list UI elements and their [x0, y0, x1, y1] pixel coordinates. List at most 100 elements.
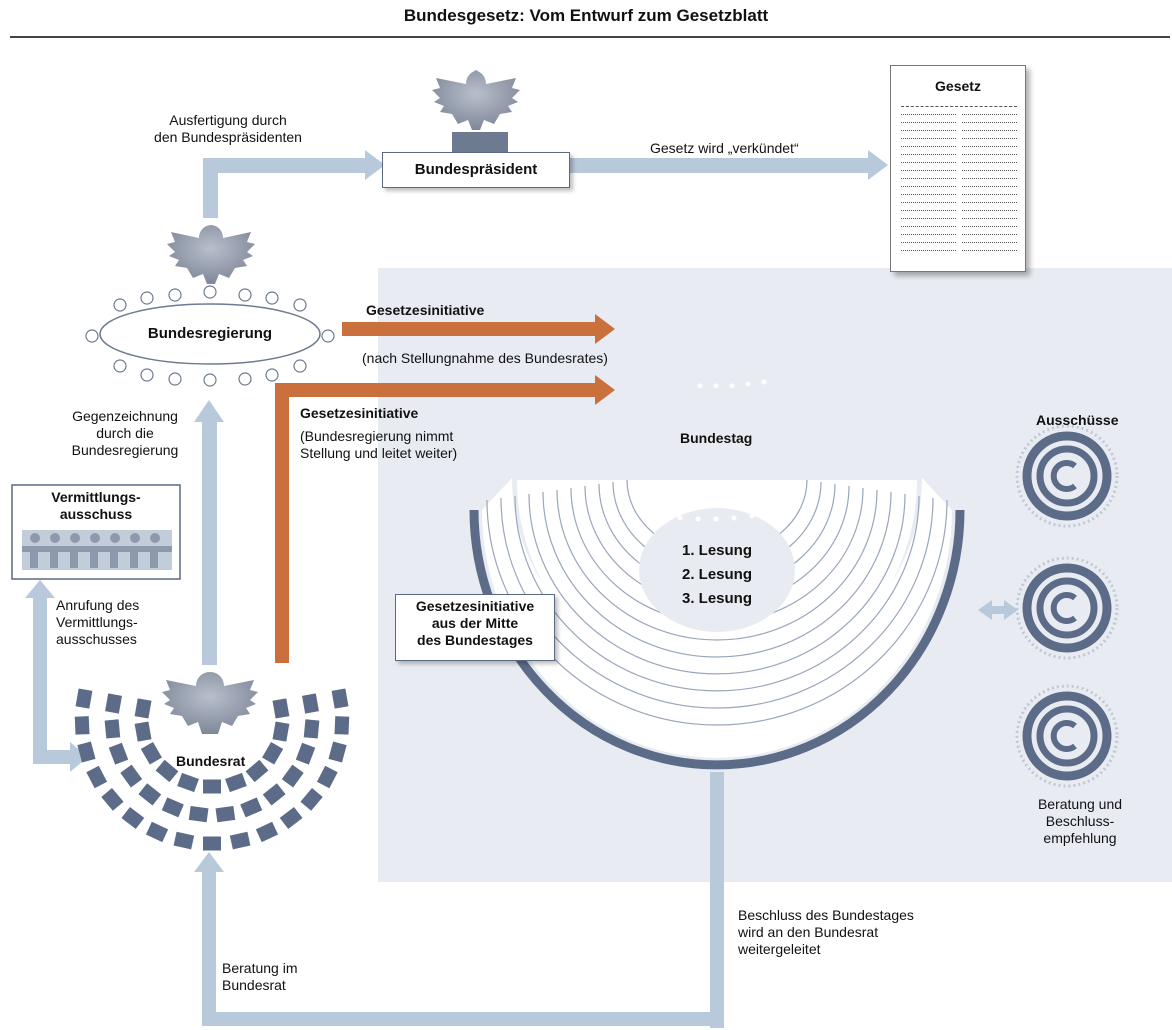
text-line: [901, 234, 1017, 238]
bundesrat-seat: [225, 772, 247, 793]
bundesrat-seat: [155, 759, 179, 783]
text-line: [901, 114, 1017, 118]
verkuendet-label: Gesetz wird „verkündet“: [650, 140, 799, 156]
bundesrat-seat: [203, 779, 221, 794]
bundesrat-seat: [279, 806, 303, 830]
initiative-mitte-box: Gesetzesinitiative aus der Mitte des Bun…: [395, 594, 555, 661]
vermittlungsausschuss-label: Vermittlungs- ausschuss: [51, 489, 141, 522]
text-line: [901, 250, 1017, 254]
bench-dot: [697, 383, 703, 389]
bundesrat-seat: [140, 741, 162, 765]
chamber-seat-row: [556, 489, 878, 641]
bundesrat-seat: [300, 787, 323, 811]
bundesregierung-eagle-icon: [167, 225, 255, 284]
text-line: [901, 242, 1017, 246]
text-line: [901, 170, 1017, 174]
bench-dot: [659, 512, 665, 518]
lesung-3: 3. Lesung: [682, 590, 753, 607]
bundesrat-eagle-icon: [162, 672, 258, 734]
bundesrat-seat: [281, 764, 304, 788]
bundesrat-seat: [121, 806, 145, 830]
committee-seats: [1015, 556, 1119, 660]
bundesrat-seat: [104, 719, 121, 739]
initiative-2-note: (Bundesregierung nimmt Stellung und leit…: [300, 428, 458, 461]
bundesrat-seat: [77, 741, 96, 763]
bundesrat-seat: [316, 765, 338, 789]
bundesrat-seat: [177, 772, 199, 793]
committee-center: [1050, 592, 1077, 624]
bench-dot: [713, 516, 719, 522]
bundesrat-seat: [105, 693, 122, 714]
bundesrat-seat: [302, 693, 319, 714]
bundespraesident-eagle-icon: [432, 70, 520, 156]
ausfertigung-label: Ausfertigung durch den Bundespräsidenten: [154, 112, 302, 145]
committee-seats: [1015, 424, 1119, 528]
text-line: [901, 162, 1017, 166]
bench-dot: [761, 379, 767, 385]
lesung-1: 1. Lesung: [682, 542, 753, 559]
bench-dot: [745, 381, 751, 387]
bundesrat-seat: [101, 787, 124, 811]
bundesrat-seat: [262, 741, 284, 765]
bundesrat-seat: [173, 831, 195, 850]
committee-ring: [1022, 431, 1112, 521]
bundesrat-seat: [134, 721, 152, 742]
initiative-arrows: [275, 314, 615, 663]
chamber-seat-row: [542, 491, 892, 658]
gesetz-document: Gesetz: [890, 65, 1026, 272]
bundesrat-seat: [188, 806, 209, 823]
committee-center: [1050, 460, 1077, 492]
bundestag-label: Bundestag: [680, 430, 753, 446]
bundesrat-seat: [108, 742, 129, 765]
committee-seats: [1015, 684, 1119, 788]
text-line: [901, 146, 1017, 150]
gegenzeichnung-label: Gegenzeichnung durch die Bundesregierung: [71, 408, 179, 458]
ausschuesse-label: Ausschüsse: [1036, 412, 1119, 428]
bundesrat-seat: [255, 821, 279, 843]
bundesrat-seat: [334, 716, 350, 735]
bundesrat-seat: [138, 783, 162, 806]
bundesregierung-label: Bundesregierung: [147, 325, 273, 342]
bundesrat-seat: [262, 783, 286, 806]
bench-dot: [677, 515, 683, 521]
bundesrat-seat: [120, 764, 143, 788]
beratung-bundesrat-label: Beratung im Bundesrat: [222, 960, 298, 993]
text-line: [901, 194, 1017, 198]
initiative-2-title: Gesetzesinitiative: [300, 405, 419, 421]
bundesrat-seat: [215, 806, 236, 823]
gesetz-title: Gesetz: [935, 78, 981, 94]
text-line: [901, 210, 1017, 214]
bench-dot: [729, 383, 735, 389]
chamber-seat-row: [528, 493, 906, 675]
bundestag-chamber: [469, 379, 965, 770]
ausschuesse-rings: [1015, 424, 1119, 788]
bench-dot: [695, 516, 701, 522]
bundesrat-seat: [272, 721, 290, 742]
vermittlungsausschuss-icon: [11, 484, 181, 580]
flow-arrows: [25, 150, 1018, 1028]
bundesrat-seat: [295, 742, 316, 765]
initiative-1-title: Gesetzesinitiative: [366, 302, 485, 318]
initiative-1-note: (nach Stellungnahme des Bundesrates): [362, 350, 608, 366]
bundesrat-seat: [86, 765, 108, 789]
text-line: [901, 138, 1017, 142]
text-line: [901, 218, 1017, 222]
anrufung-label: Anrufung des Vermittlungs- ausschusses: [56, 597, 140, 647]
chamber-seat-row: [514, 495, 920, 692]
title-rule: [10, 36, 1170, 38]
bundesrat-seat: [272, 698, 290, 719]
bundesrat-seat: [203, 836, 221, 851]
text-line: [901, 186, 1017, 190]
text-line: [901, 130, 1017, 134]
text-line: [901, 106, 1017, 110]
text-line: [901, 154, 1017, 158]
bundesrat-seat: [74, 716, 90, 735]
bundesrat-label: Bundesrat: [176, 753, 246, 769]
bench-dot: [713, 383, 719, 389]
cabinet-table: [85, 225, 335, 387]
bench-dot: [749, 513, 755, 519]
chamber-floor: [482, 478, 952, 758]
bundesrat-seating: [74, 688, 350, 851]
